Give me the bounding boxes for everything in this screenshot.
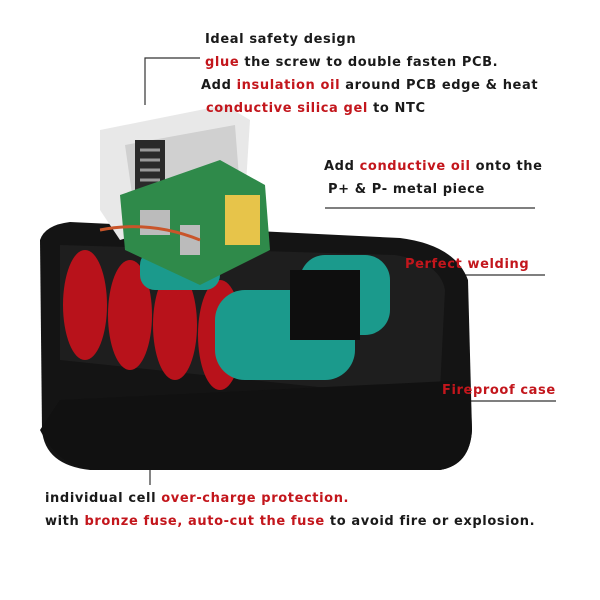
text: the screw to double fasten PCB. xyxy=(239,55,499,70)
highlight: auto-cut the fuse xyxy=(188,514,325,529)
text: with xyxy=(45,514,85,529)
highlight: conductive oil xyxy=(359,159,471,174)
highlight: glue xyxy=(205,55,240,70)
fireproof-label: Fireproof case xyxy=(442,383,556,398)
safety-line-2: Add insulation oil around PCB edge & hea… xyxy=(201,78,538,93)
text: individual cell xyxy=(45,491,162,506)
welding-label: Perfect welding xyxy=(405,257,530,272)
protection-line-2: with bronze fuse, auto-cut the fuse to a… xyxy=(45,514,535,529)
oil-line-1: Add conductive oil onto the xyxy=(324,159,543,174)
text: Add xyxy=(201,78,237,93)
safety-line-3: conductive silica gel to NTC xyxy=(206,101,426,116)
protection-line-1: individual cell over-charge protection. xyxy=(45,491,349,506)
text: to NTC xyxy=(367,101,426,116)
highlight: insulation oil xyxy=(236,78,341,93)
safety-title: Ideal safety design xyxy=(205,32,357,47)
highlight: conductive silica gel xyxy=(206,101,368,116)
text: Add xyxy=(324,159,360,174)
highlight: bronze fuse xyxy=(84,514,178,529)
battery-body xyxy=(40,105,472,470)
text: around PCB edge & heat xyxy=(340,78,539,93)
text: to avoid fire or explosion. xyxy=(324,514,536,529)
text: , xyxy=(177,514,189,529)
leader-line-safety xyxy=(144,57,200,105)
highlight: over-charge protection. xyxy=(161,491,350,506)
text: onto the xyxy=(470,159,543,174)
safety-line-1: glue the screw to double fasten PCB. xyxy=(205,55,498,70)
oil-line-2: P+ & P- metal piece xyxy=(328,182,485,197)
